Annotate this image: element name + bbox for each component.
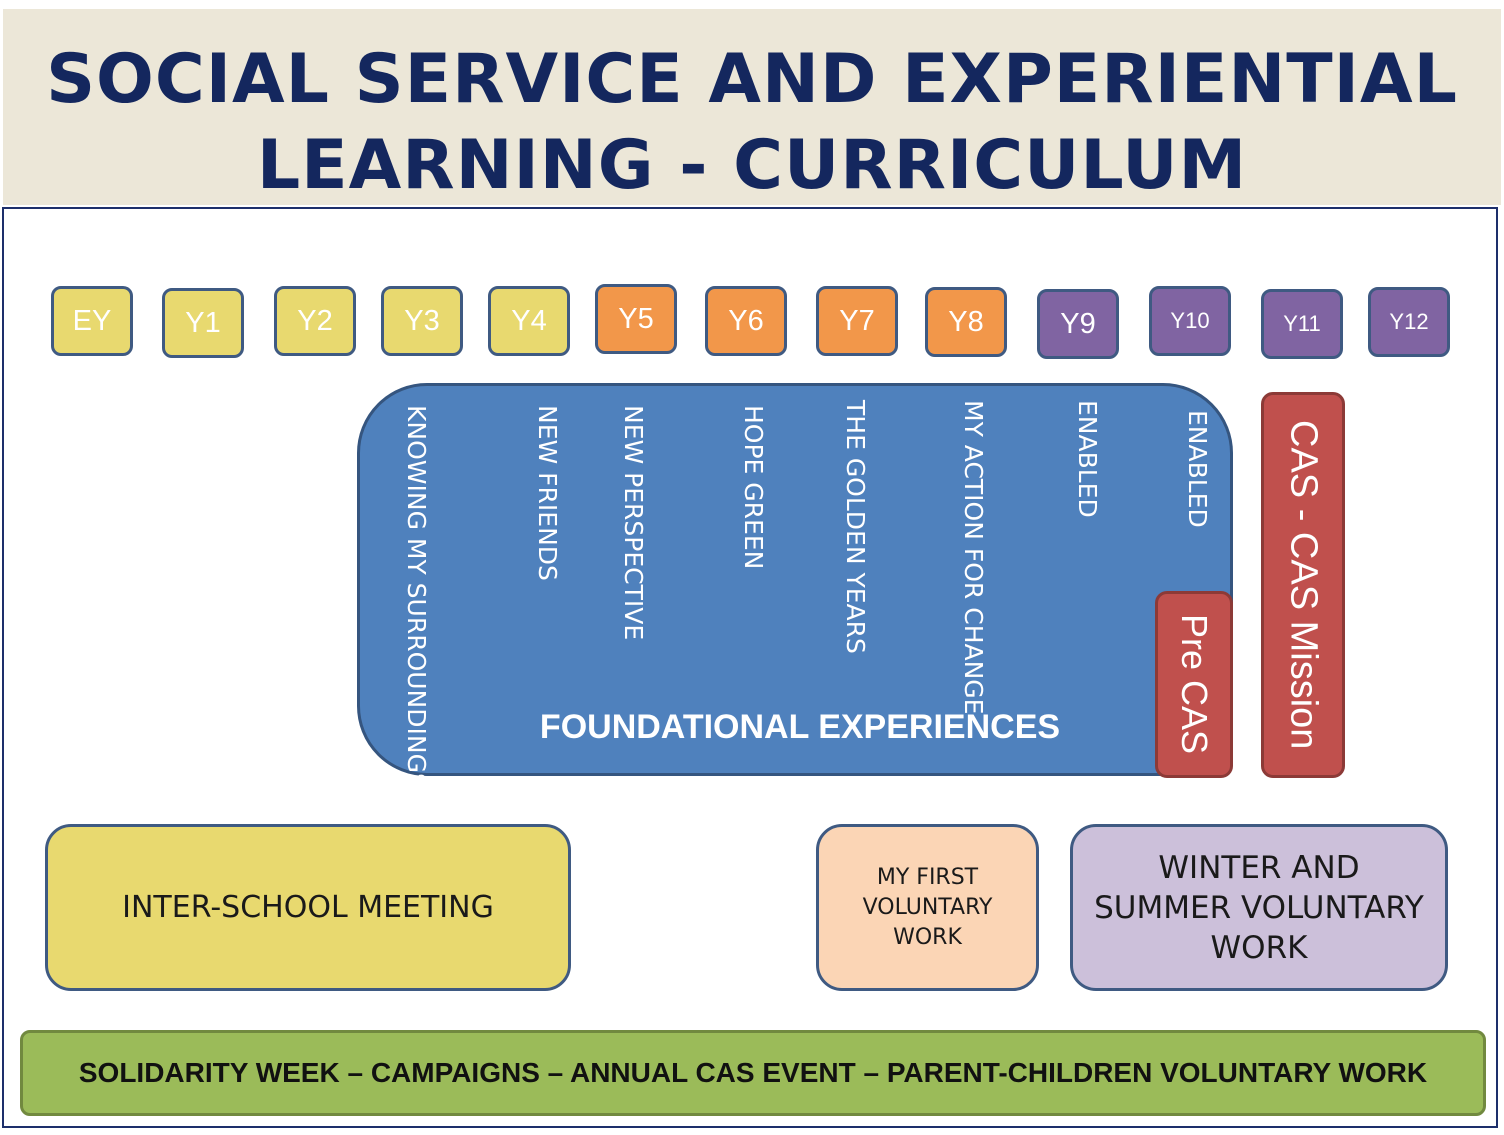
program-hope-green: HOPE GREEN: [739, 405, 768, 570]
year-box-y1: Y1: [162, 288, 244, 358]
solidarity-bar: SOLIDARITY WEEK – CAMPAIGNS – ANNUAL CAS…: [20, 1030, 1486, 1116]
year-box-ey: EY: [51, 286, 133, 356]
year-box-y10: Y10: [1149, 286, 1231, 356]
winter-summer-voluntary-work-label: WINTER AND SUMMER VOLUNTARY WORK: [1094, 849, 1424, 966]
program-the-golden-years: THE GOLDEN YEARS: [841, 400, 870, 654]
program-enabled-y10: ENABLED: [1183, 410, 1212, 528]
inter-school-meeting-box: INTER-SCHOOL MEETING: [45, 824, 571, 991]
program-new-perspective: NEW PERSPECTIVE: [619, 405, 648, 641]
header-banner: SOCIAL SERVICE AND EXPERIENTIAL LEARNING…: [3, 9, 1501, 205]
year-box-y9: Y9: [1037, 289, 1119, 359]
program-my-action-for-change: MY ACTION FOR CHANGE: [959, 400, 988, 715]
program-new-friends: NEW FRIENDS: [533, 405, 562, 581]
page-title: SOCIAL SERVICE AND EXPERIENTIAL LEARNING…: [3, 37, 1501, 209]
year-box-y12: Y12: [1368, 287, 1450, 357]
pre-cas-box: Pre CAS: [1155, 591, 1233, 778]
inter-school-meeting-label: INTER-SCHOOL MEETING: [122, 890, 494, 925]
year-box-y8: Y8: [925, 287, 1007, 357]
foundational-experiences-block: [357, 383, 1233, 776]
year-box-y11: Y11: [1261, 289, 1343, 359]
title-line-2: LEARNING - CURRICULUM: [256, 126, 1248, 205]
year-box-y5: Y5: [595, 284, 677, 354]
foundational-experiences-label: FOUNDATIONAL EXPERIENCES: [539, 708, 1061, 746]
year-box-y3: Y3: [381, 286, 463, 356]
program-knowing-my-surroundings: KNOWING MY SURROUNDINGS: [402, 405, 431, 789]
cas-mission-box: CAS - CAS Mission: [1261, 392, 1345, 778]
solidarity-bar-label: SOLIDARITY WEEK – CAMPAIGNS – ANNUAL CAS…: [78, 1057, 1428, 1088]
diagram-frame: [2, 207, 1498, 1128]
year-box-y7: Y7: [816, 286, 898, 356]
my-first-voluntary-work-box: MY FIRST VOLUNTARY WORK: [816, 824, 1039, 991]
program-enabled-y9: ENABLED: [1073, 400, 1102, 518]
my-first-voluntary-work-label: MY FIRST VOLUNTARY WORK: [862, 864, 993, 950]
year-box-y4: Y4: [488, 286, 570, 356]
title-line-1: SOCIAL SERVICE AND EXPERIENTIAL: [46, 40, 1458, 119]
winter-summer-voluntary-work-box: WINTER AND SUMMER VOLUNTARY WORK: [1070, 824, 1448, 991]
year-box-y2: Y2: [274, 286, 356, 356]
year-box-y6: Y6: [705, 286, 787, 356]
